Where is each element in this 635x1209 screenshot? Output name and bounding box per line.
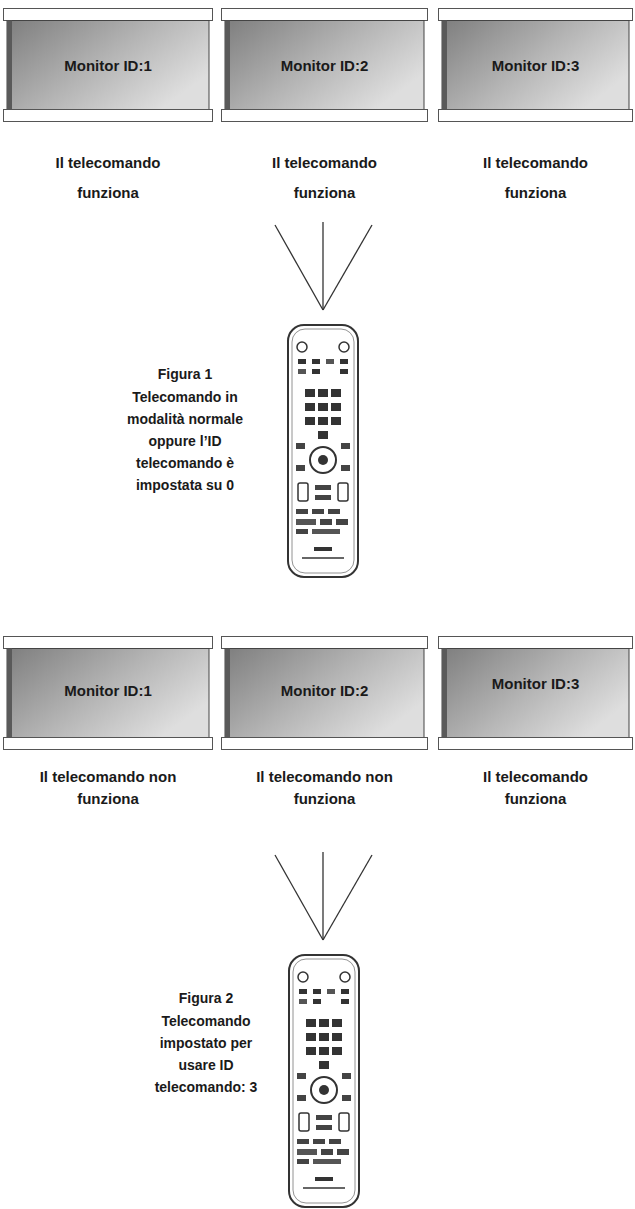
monitor: Monitor ID:2Il telecomando funziona [221, 8, 428, 122]
remote-part [322, 852, 323, 940]
monitor-top-bar [222, 637, 428, 649]
monitor-id: Monitor ID:3 [492, 675, 580, 692]
monitor-edge [225, 21, 230, 110]
monitor-top-bar [4, 9, 213, 21]
remote-part [322, 222, 323, 310]
figure-number: Figura 1 [110, 363, 260, 385]
monitor-edge [442, 649, 447, 738]
remote-part [275, 855, 323, 940]
remote-part [323, 855, 372, 940]
remote-control [288, 325, 358, 577]
status-caption: Il telecomando funziona [26, 148, 190, 208]
status-caption: Il telecomando funziona [243, 148, 407, 208]
figure-caption: Telecomando impostato per usare ID telec… [150, 1010, 262, 1098]
monitor-screen [225, 649, 424, 738]
monitor-id: Monitor ID:2 [281, 682, 369, 699]
status-caption: Il telecomando funziona [454, 766, 618, 810]
monitor-edge [225, 649, 230, 738]
monitor-screen [442, 21, 629, 110]
monitor-top-bar [222, 9, 428, 21]
monitor-id: Monitor ID:2 [281, 57, 369, 74]
monitor-screen [7, 21, 209, 110]
monitor: Monitor ID:3Il telecomando funziona [438, 8, 633, 122]
monitor-top-bar [439, 9, 633, 21]
monitor-id: Monitor ID:1 [64, 682, 152, 699]
monitor-id: Monitor ID:1 [64, 57, 152, 74]
monitor-bottom-bar [222, 110, 428, 122]
status-caption: Il telecomando non funziona [26, 766, 190, 810]
monitor-edge [7, 649, 12, 738]
figure-number: Figura 2 [131, 987, 281, 1009]
monitor-id: Monitor ID:3 [492, 57, 580, 74]
signal-fan [275, 852, 372, 940]
monitor-bottom-bar [222, 738, 428, 750]
monitor-bottom-bar [439, 110, 633, 122]
monitor-edge [7, 21, 12, 110]
status-caption: Il telecomando non funziona [243, 766, 407, 810]
monitor-screen [7, 649, 209, 738]
monitor-edge [442, 21, 447, 110]
remote-control [289, 955, 359, 1207]
monitor-bottom-bar [4, 110, 213, 122]
monitor-screen [225, 21, 424, 110]
signal-fan [275, 222, 372, 310]
monitor-top-bar [4, 637, 213, 649]
status-caption: Il telecomando funziona [454, 148, 618, 208]
monitor-top-bar [439, 637, 633, 649]
monitor-bottom-bar [439, 738, 633, 750]
monitor-bottom-bar [4, 738, 213, 750]
monitor-frame [438, 636, 633, 750]
remote-part [323, 225, 372, 310]
figure-caption: Telecomando in modalità normale oppure l… [119, 386, 251, 496]
monitor: Monitor ID:1Il telecomando funziona [3, 8, 213, 122]
monitor: Monitor ID:1Il telecomando non funziona [3, 636, 213, 750]
monitor-screen [442, 649, 629, 738]
monitor: Monitor ID:2Il telecomando non funziona [221, 636, 428, 750]
remote-part [275, 225, 323, 310]
monitor: Monitor ID:3Il telecomando funziona [438, 636, 633, 750]
